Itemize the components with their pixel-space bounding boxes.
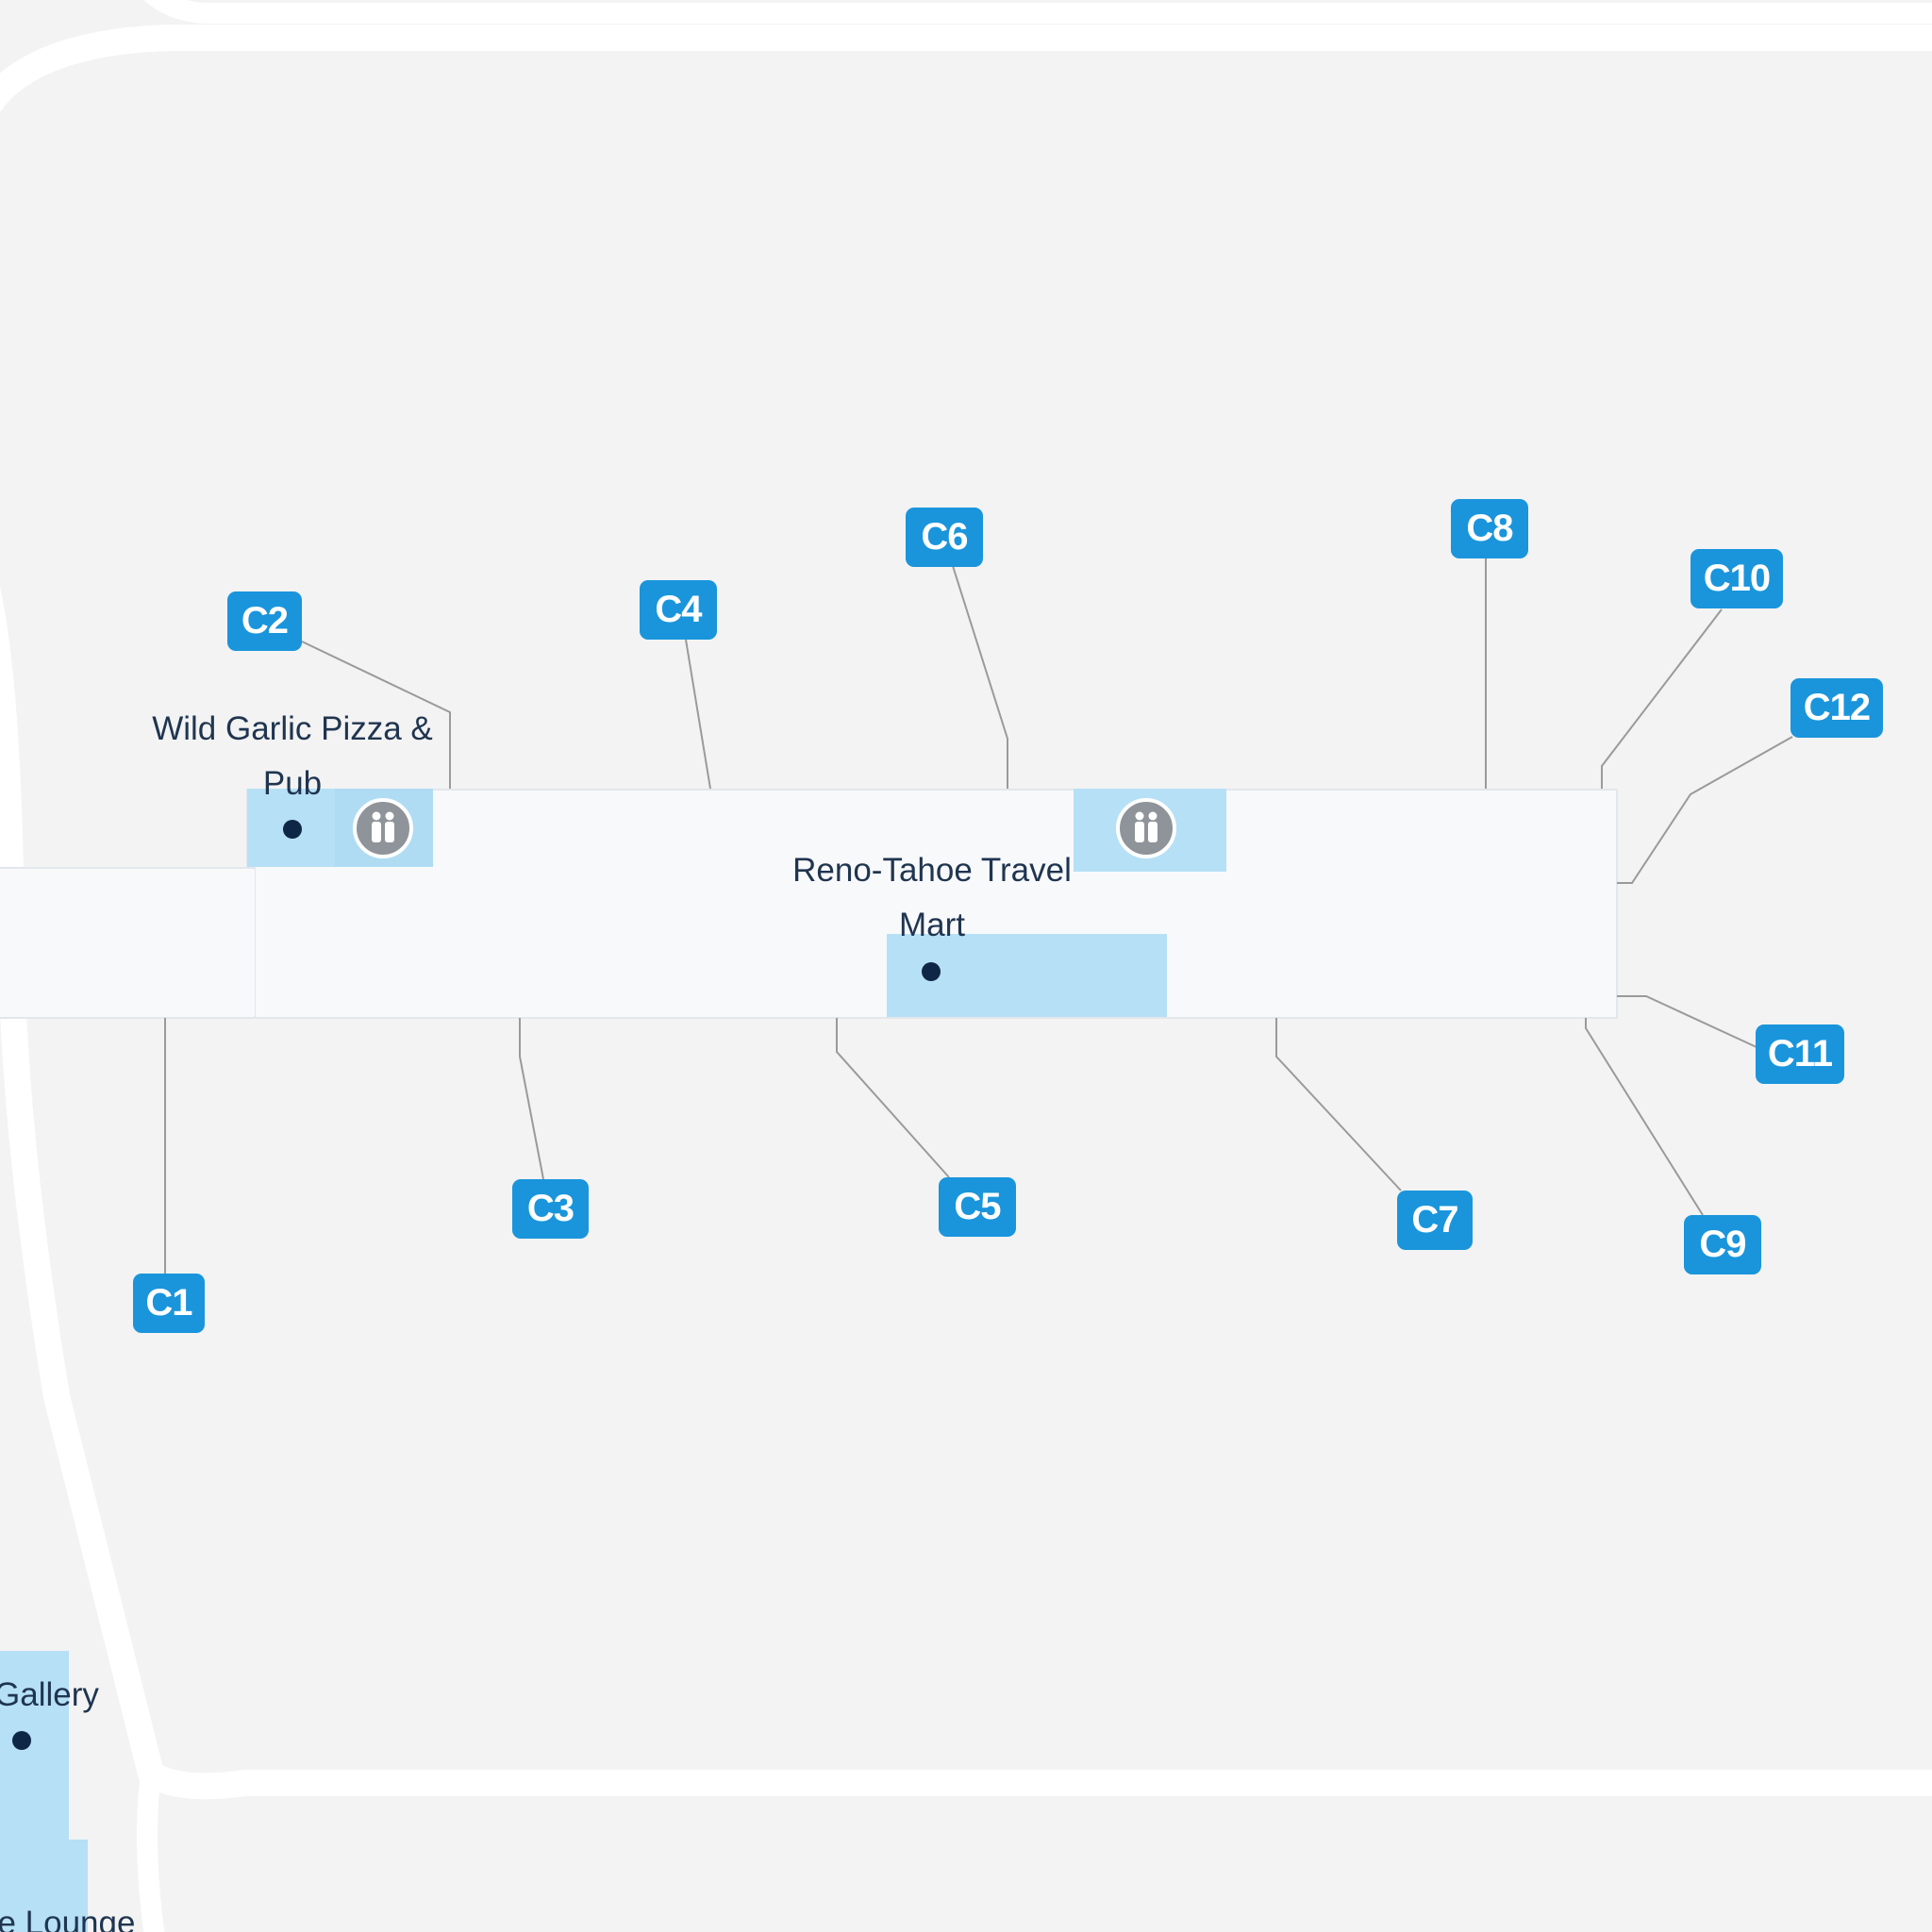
wild-garlic-label: Wild Garlic Pizza & Pub [152, 710, 433, 802]
travel-mart-label: Reno-Tahoe Travel Mart [792, 852, 1072, 943]
gate-c9[interactable]: C9 [1684, 1215, 1761, 1274]
gate-c4[interactable]: C4 [640, 580, 717, 640]
connector-c2 [301, 641, 451, 789]
connector-c5 [836, 1018, 950, 1178]
restroom-figures-icon [1135, 811, 1158, 842]
gallery-label: Gallery [0, 1676, 99, 1713]
gate-c10[interactable]: C10 [1690, 549, 1783, 608]
connector-c6 [952, 565, 1008, 789]
lounge-venue [0, 1840, 88, 1932]
gallery-dot[interactable] [12, 1731, 31, 1750]
gate-c3[interactable]: C3 [512, 1179, 589, 1239]
concourse-joint [236, 870, 255, 1016]
lounge-label: ne Lounge [0, 1905, 136, 1932]
connector-c3 [519, 1018, 544, 1180]
gate-connectors [164, 558, 1793, 1274]
gate-c1[interactable]: C1 [133, 1274, 205, 1333]
connector-c11 [1617, 995, 1757, 1048]
gate-c8[interactable]: C8 [1451, 499, 1528, 558]
gallery-venue [0, 1651, 69, 1840]
travel-mart-dot[interactable] [922, 962, 941, 981]
road-left-branch [137, 1763, 165, 1932]
road-top-corner [144, 0, 1932, 24]
gate-c2[interactable]: C2 [227, 591, 302, 651]
gate-c5[interactable]: C5 [939, 1177, 1016, 1237]
connector-c10 [1601, 608, 1723, 789]
connector-c12 [1617, 736, 1793, 884]
gate-c12[interactable]: C12 [1790, 678, 1883, 738]
connector-c7 [1275, 1018, 1402, 1191]
connector-c4 [685, 639, 711, 790]
wild-garlic-dot[interactable] [283, 820, 302, 839]
concourse-west-corridor [0, 867, 256, 1019]
connector-c9 [1585, 1018, 1704, 1216]
gate-c7[interactable]: C7 [1397, 1191, 1473, 1250]
gate-c6[interactable]: C6 [906, 508, 983, 567]
restroom-icon[interactable] [1116, 798, 1176, 858]
gate-c11[interactable]: C11 [1756, 1024, 1844, 1084]
road-top [0, 25, 1932, 112]
restroom-icon[interactable] [353, 798, 413, 858]
restroom-figures-icon [372, 811, 394, 842]
